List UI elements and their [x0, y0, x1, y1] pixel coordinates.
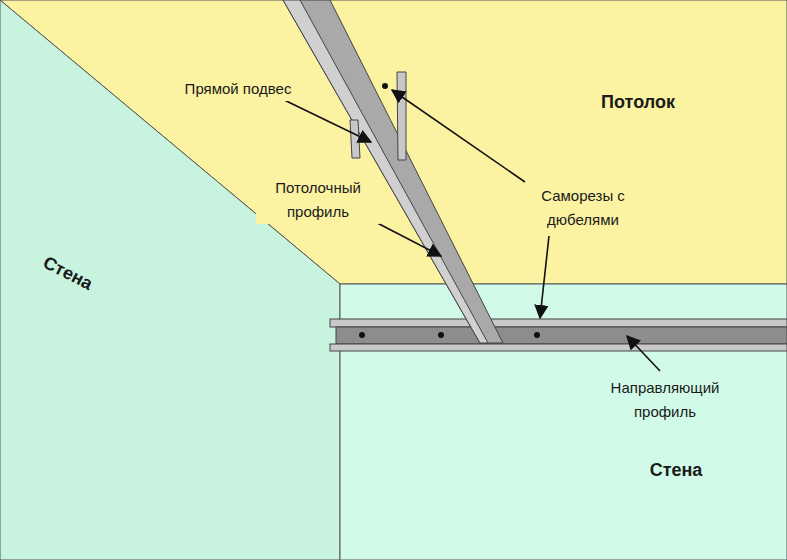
wall-label: Стена	[648, 458, 705, 482]
direct-hanger	[350, 72, 406, 160]
hanger-label: Прямой подвес	[181, 77, 295, 101]
guide-profile	[330, 319, 787, 351]
leader-lines	[278, 90, 660, 371]
ceiling-label: Потолок	[599, 90, 677, 114]
screws-label: Саморезы с дюбелями	[526, 184, 640, 232]
ceiling-profile-label: Потолочный профиль	[256, 176, 380, 224]
guide-profile-label: Направляющий профиль	[598, 376, 732, 424]
ceiling-profile	[283, 0, 503, 343]
left-wall	[0, 0, 340, 560]
